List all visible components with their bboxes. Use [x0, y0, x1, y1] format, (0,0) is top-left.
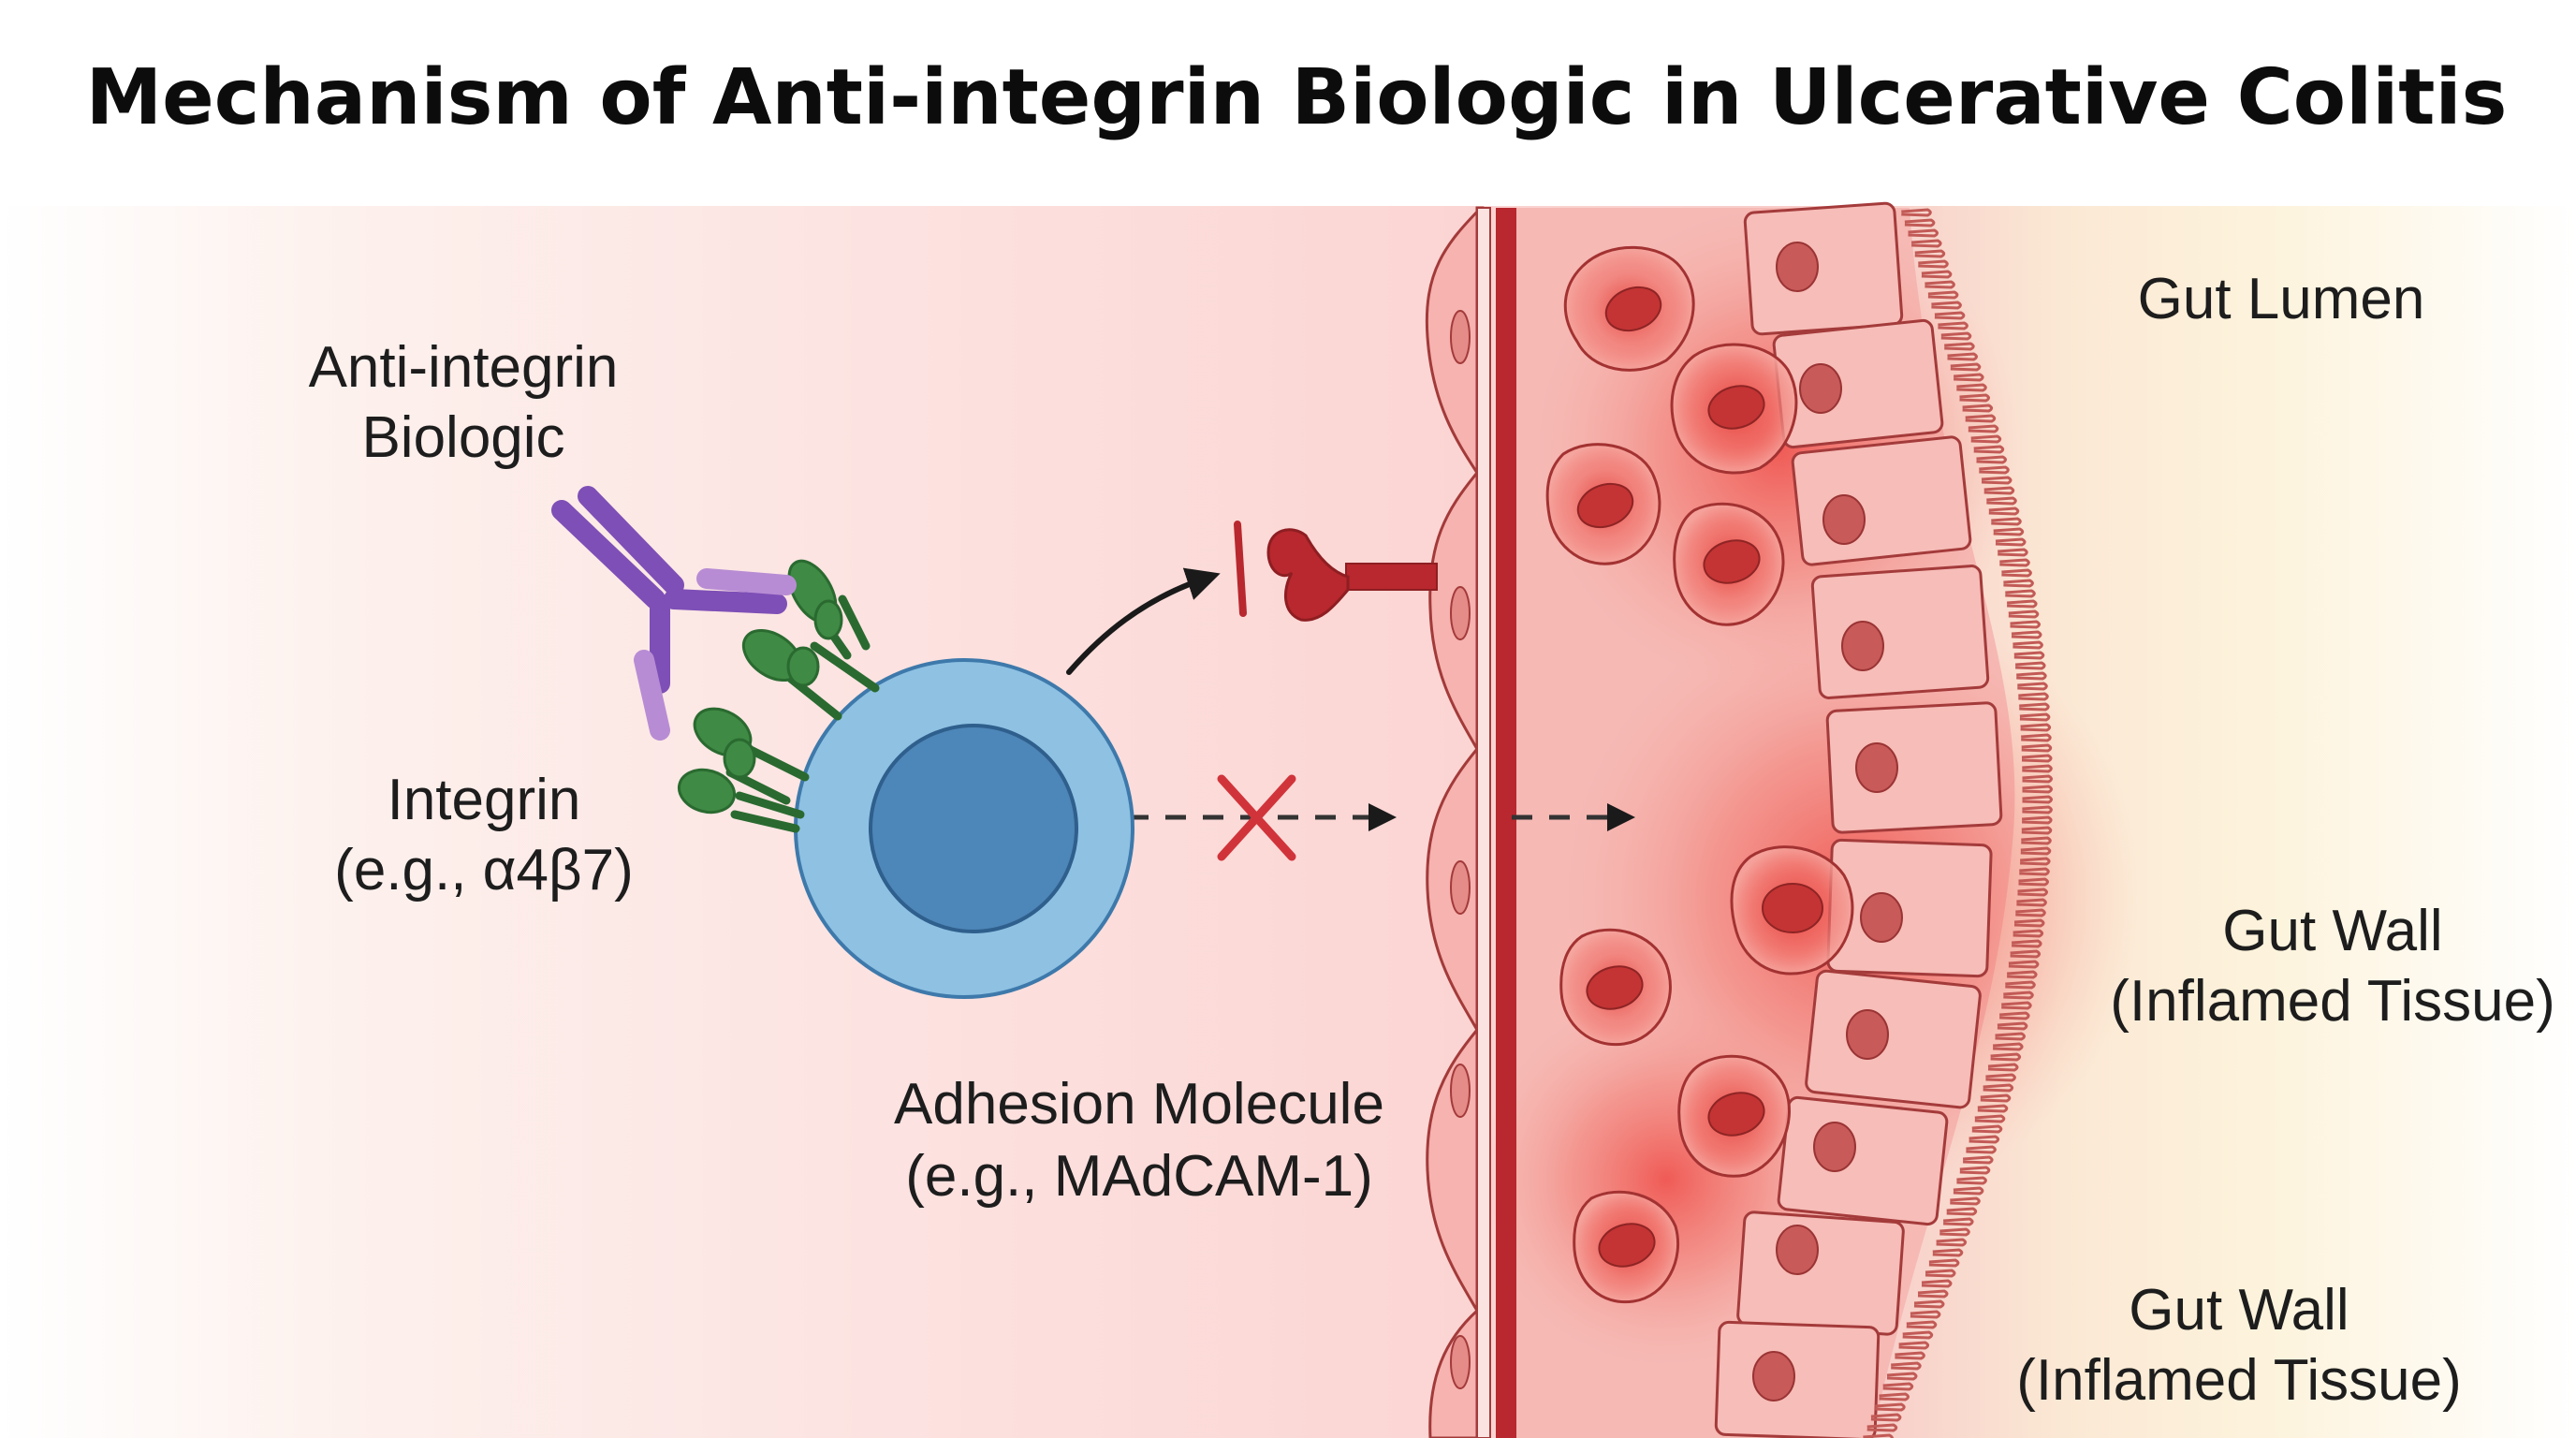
vessel-wall-line — [1496, 208, 1516, 1438]
integrin-molecule — [741, 628, 880, 721]
adhesion-label-line2: (e.g., MAdCAM-1) — [905, 1144, 1373, 1209]
block-x-mark — [1217, 774, 1296, 861]
gut-wall-tissue — [1479, 201, 2144, 1438]
epithelial-cell — [1743, 201, 1904, 336]
epithelial-cell — [1825, 701, 2003, 834]
biologic-label-line2: Biologic — [361, 405, 564, 470]
epithelial-nuclei — [1752, 242, 1903, 1401]
epithelial-cell — [1810, 565, 1990, 699]
anti-integrin-antibody — [551, 486, 797, 741]
epithelial-cell — [1736, 1211, 1905, 1336]
gut-wall-label-line2: (Inflamed Tissue) — [2110, 969, 2555, 1034]
epithelial-cell — [1805, 969, 1982, 1109]
epithelial-cells — [1714, 201, 2003, 1438]
integrin-molecule — [677, 768, 805, 833]
gut-lumen-label: Gut Lumen — [2138, 267, 2425, 331]
adhesion-molecule-stalk — [1345, 563, 1438, 591]
background-panel — [0, 206, 2576, 1438]
antibody-light-chain — [634, 568, 797, 741]
lymphocyte — [794, 658, 1134, 999]
lymphocyte-nucleus — [869, 724, 1078, 933]
labels: Anti-integrin Biologic Integrin (e.g., α… — [309, 267, 2555, 1413]
gut-wall-label-2-line2: (Inflamed Tissue) — [2016, 1348, 2462, 1413]
arrows — [1066, 567, 1635, 861]
vessel-membrane — [1476, 207, 1491, 1438]
adhesion-molecule-head — [1266, 528, 1350, 622]
binding-block-bar — [1234, 521, 1247, 617]
integrin-molecule — [787, 559, 871, 660]
epithelial-cell — [1772, 318, 1944, 449]
microvilli-border — [1863, 208, 2053, 1438]
biologic-label-line1: Anti-integrin — [309, 335, 619, 400]
curved-arrow — [1066, 567, 1221, 675]
integrin-label-line2: (e.g., α4β7) — [334, 838, 634, 902]
inflammatory-nuclei — [1576, 286, 1823, 1268]
adhesion-molecule — [1234, 521, 1438, 622]
gut-wall-label-2-line1: Gut Wall — [2129, 1278, 2349, 1343]
gut-wall-label-line1: Gut Wall — [2222, 899, 2442, 963]
endothelial-nuclei — [1450, 310, 1471, 1389]
integrin-molecule — [693, 707, 810, 805]
antibody-heavy-chain — [551, 486, 787, 694]
page-title: Mechanism of Anti-integrin Biologic in U… — [86, 53, 2508, 142]
integrin-label-line1: Integrin — [388, 768, 581, 832]
epithelial-cell — [1777, 1095, 1949, 1226]
epithelial-cell — [1714, 1320, 1881, 1438]
epithelial-cell — [1791, 435, 1972, 566]
adhesion-label-line1: Adhesion Molecule — [894, 1072, 1384, 1137]
blood-vessel-wall — [1425, 206, 1516, 1438]
integrins — [677, 559, 880, 833]
